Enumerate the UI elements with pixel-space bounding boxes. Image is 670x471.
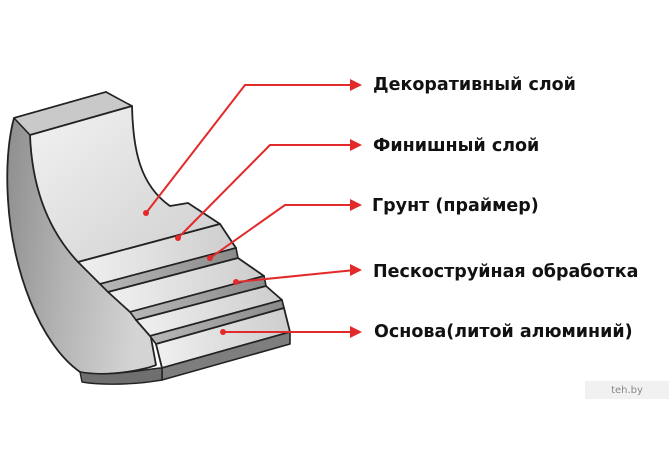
label-cast-aluminium-base: Основа(литой алюминий) xyxy=(374,322,633,342)
label-sandblasting: Пескоструйная обработка xyxy=(373,262,639,282)
leader-arrow-finish-layer xyxy=(175,139,362,241)
leader-arrow-primer xyxy=(207,199,362,261)
watermark: teh.by xyxy=(585,381,669,399)
label-decorative-layer: Декоративный слой xyxy=(373,75,576,95)
leader-arrow-decorative-layer xyxy=(143,79,362,216)
base-left-edge xyxy=(79,367,163,385)
leader-arrow-sandblasting xyxy=(233,264,362,285)
label-primer: Грунт (праймер) xyxy=(372,196,539,216)
label-finish-layer: Финишный слой xyxy=(373,136,540,156)
leader-arrow-cast-aluminium xyxy=(220,326,362,338)
inner-curved-surface xyxy=(29,105,221,263)
